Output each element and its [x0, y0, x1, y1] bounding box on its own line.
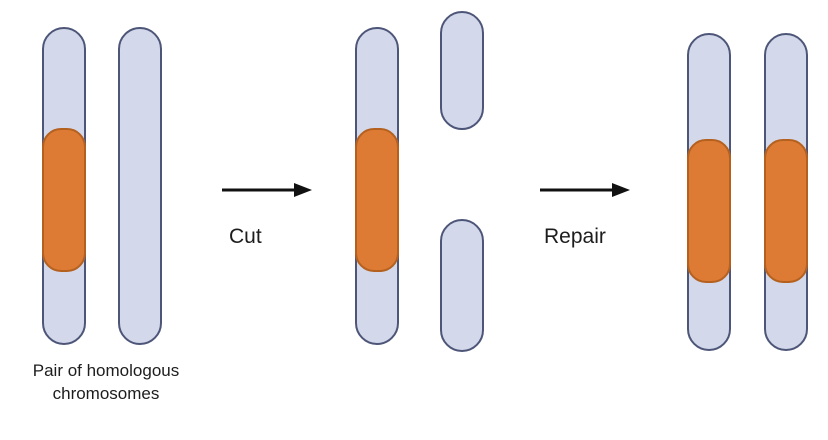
arrow-right-icon — [222, 183, 312, 197]
gene-segment — [355, 128, 399, 272]
caption-pair-of-homologous-chromosomes: Pair of homologous chromosomes — [32, 361, 180, 403]
arrow-right-icon — [540, 183, 630, 197]
chromosome-repaired-homolog-2 — [764, 33, 808, 351]
gene-segment — [687, 139, 731, 283]
gene-segment — [764, 139, 808, 283]
chromosome-before-homolog-1 — [42, 27, 86, 345]
chromosome-cut-fragment-bottom — [440, 219, 484, 352]
gene-segment — [42, 128, 86, 272]
chromosome-cut-fragment-top — [440, 11, 484, 130]
chromosome-before-homolog-2 — [118, 27, 162, 345]
step-label-cut: Cut — [229, 225, 262, 248]
chromosome-repaired-homolog-1 — [687, 33, 731, 351]
step-label-repair: Repair — [544, 225, 606, 248]
chromosome-cut-homolog-1 — [355, 27, 399, 345]
